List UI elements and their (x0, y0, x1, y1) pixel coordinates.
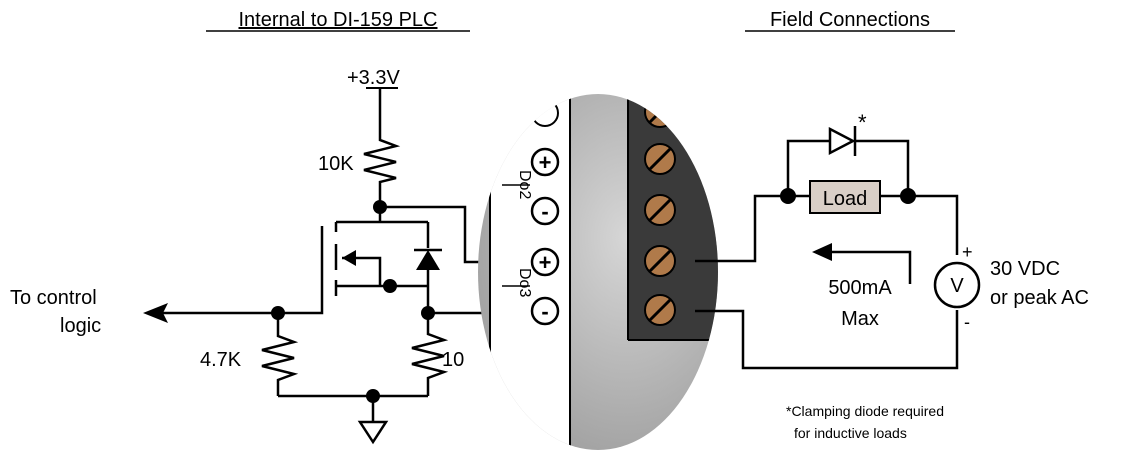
terminal-do2-label: Do2 (516, 170, 533, 199)
sense-resistor (411, 313, 449, 396)
source-label-line1: 30 VDC (990, 258, 1060, 280)
terminal-block (628, 94, 718, 340)
clamp-diode-left-wire (786, 139, 830, 196)
screw-1 (644, 96, 676, 128)
field-wire-minus (695, 309, 959, 370)
voltage-source-icon (933, 261, 981, 309)
body-diode-icon (416, 250, 440, 270)
source-top-wire (908, 194, 959, 255)
current-arrow-line (820, 250, 912, 284)
source-plus-label: + (962, 242, 973, 262)
screw-4 (644, 245, 676, 277)
do2-minus-icon: - (541, 199, 548, 224)
do3-plus-icon: + (539, 250, 552, 275)
current-label-line2: Max (841, 308, 879, 330)
ground-icon (357, 420, 389, 445)
terminal-do3-label: Do3 (516, 268, 533, 297)
source-label-line2: or peak AC (990, 287, 1089, 309)
footnote-line1: *Clamping diode required (786, 403, 944, 419)
current-label-line1: 500mA (828, 277, 892, 299)
clamp-diode-right-wire (855, 139, 910, 196)
heading-internal: Internal to DI-159 PLC (239, 9, 438, 31)
voltage-source-symbol: V (950, 275, 964, 297)
supply-label: +3.3V (347, 67, 400, 89)
heading-field: Field Connections (770, 9, 930, 31)
terminal-block-view: + - + - Do2 Do3 (478, 94, 718, 450)
sense-resistor-label: 10 (442, 349, 464, 371)
control-logic-label-line2: logic (60, 315, 101, 337)
do2-plus-icon: + (539, 150, 552, 175)
current-arrow-icon (812, 243, 832, 261)
arrow-left-icon (143, 303, 168, 323)
clamp-diode-icon (828, 126, 856, 156)
field-wire-plus (695, 194, 788, 263)
do3-plus-circle (530, 247, 560, 277)
bias-resistor-label: 4.7K (200, 349, 242, 371)
gate-wire (278, 296, 324, 315)
terminal-top-circle (531, 99, 559, 127)
do3-minus-icon: - (541, 299, 548, 324)
node-source (383, 279, 397, 293)
screw-5 (644, 294, 676, 326)
screw-2 (644, 143, 676, 175)
source-minus-label: - (964, 312, 970, 332)
control-logic-label-line1: To control (10, 287, 97, 309)
screw-3 (644, 194, 676, 226)
bias-resistor (261, 313, 299, 396)
pullup-resistor (363, 136, 401, 206)
do2-plus-circle (530, 147, 560, 177)
load-label: Load (823, 188, 868, 210)
do2-minus-circle (530, 196, 560, 226)
footnote-line2: for inductive loads (794, 425, 907, 441)
pullup-resistor-label: 10K (318, 153, 354, 175)
do3-minus-circle (530, 296, 560, 326)
fet-body-lead (342, 256, 382, 286)
load-box (809, 180, 881, 214)
clamp-diode-asterisk: * (858, 110, 867, 135)
